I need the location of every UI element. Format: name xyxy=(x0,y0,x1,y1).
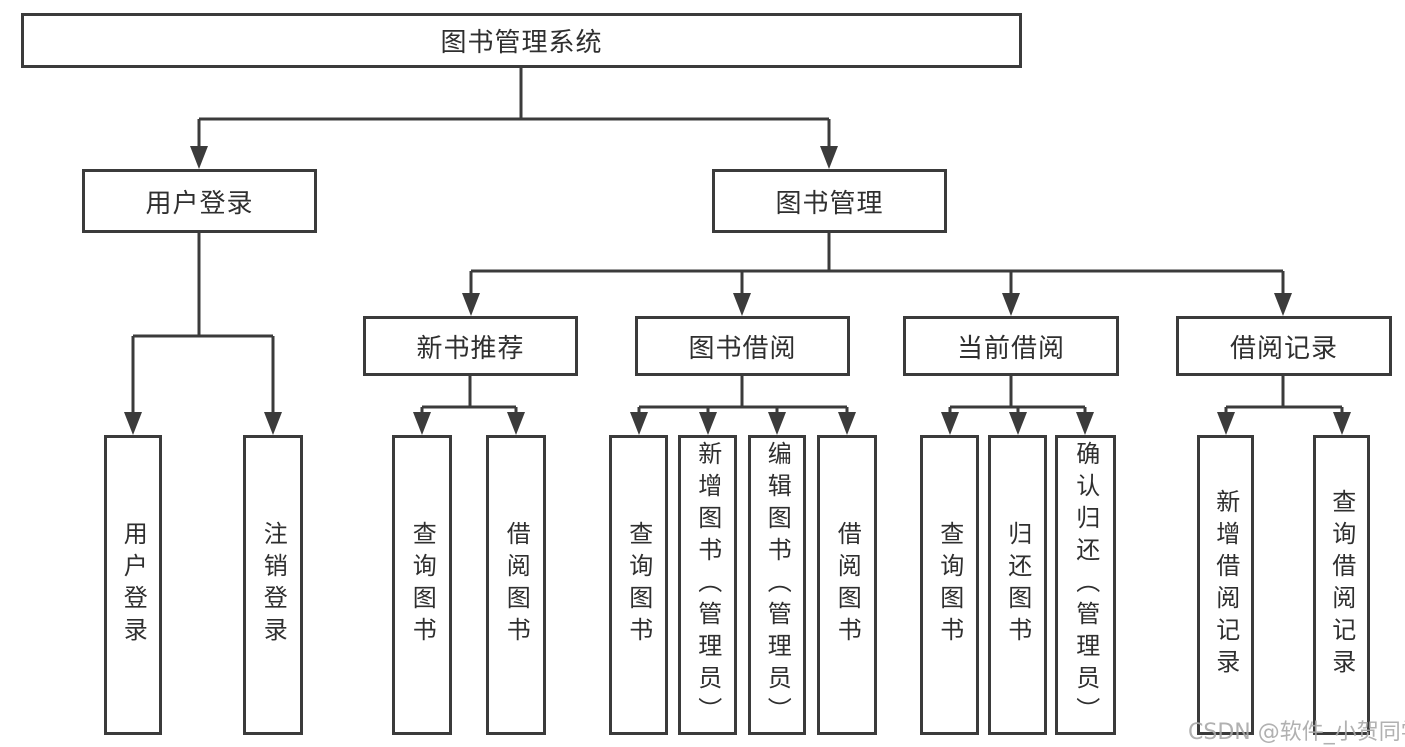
node-current-borrowing-label: 当前借阅 xyxy=(956,333,1065,364)
node-book-management: 图书管理 xyxy=(712,169,947,233)
node-current-borrowing: 当前借阅 xyxy=(903,316,1119,376)
leaf-user-login: 用户登录 xyxy=(104,435,162,735)
leaf-return-books-label: 归还图书 xyxy=(1003,521,1032,649)
node-root-system: 图书管理系统 xyxy=(21,13,1022,68)
leaf-add-books-admin-label: 新增图书（管理员） xyxy=(693,441,722,729)
node-book-borrowing-label: 图书借阅 xyxy=(688,333,797,364)
node-book-borrowing: 图书借阅 xyxy=(635,316,850,376)
node-borrowing-records: 借阅记录 xyxy=(1176,316,1392,376)
node-new-book-recommend: 新书推荐 xyxy=(363,316,578,376)
leaf-edit-books-admin-label: 编辑图书（管理员） xyxy=(763,441,792,729)
leaf-query-books-recommend: 查询图书 xyxy=(392,435,452,735)
leaf-borrow-books-borrowing: 借阅图书 xyxy=(817,435,877,735)
leaf-add-books-admin: 新增图书（管理员） xyxy=(678,435,737,735)
leaf-query-books-borrowing-label: 查询图书 xyxy=(624,521,653,649)
node-user-login: 用户登录 xyxy=(82,169,317,233)
node-book-management-label: 图书管理 xyxy=(775,188,884,219)
node-root-label: 图书管理系统 xyxy=(440,28,603,58)
csdn-watermark: CSDN @软件_小贺同学 xyxy=(1188,720,1405,745)
leaf-query-borrow-record-label: 查询借阅记录 xyxy=(1327,489,1356,681)
leaf-confirm-return-admin-label: 确认归还（管理员） xyxy=(1071,441,1100,729)
leaf-borrow-books-recommend: 借阅图书 xyxy=(486,435,546,735)
node-user-login-label: 用户登录 xyxy=(145,188,254,219)
leaf-confirm-return-admin: 确认归还（管理员） xyxy=(1055,435,1116,735)
leaf-borrow-books-borrowing-label: 借阅图书 xyxy=(833,521,862,649)
leaf-query-books-recommend-label: 查询图书 xyxy=(408,521,437,649)
leaf-logout: 注销登录 xyxy=(243,435,303,735)
leaf-borrow-books-recommend-label: 借阅图书 xyxy=(502,521,531,649)
arrowheads xyxy=(124,146,1351,435)
leaf-query-books-borrowing: 查询图书 xyxy=(609,435,668,735)
node-borrowing-records-label: 借阅记录 xyxy=(1229,333,1338,364)
leaf-logout-label: 注销登录 xyxy=(259,521,288,649)
leaf-add-borrow-record-label: 新增借阅记录 xyxy=(1211,489,1240,681)
leaf-query-borrow-record: 查询借阅记录 xyxy=(1313,435,1370,735)
leaf-edit-books-admin: 编辑图书（管理员） xyxy=(748,435,806,735)
leaf-query-books-current: 查询图书 xyxy=(920,435,979,735)
leaf-query-books-current-label: 查询图书 xyxy=(935,521,964,649)
leaf-user-login-label: 用户登录 xyxy=(119,521,148,649)
leaf-add-borrow-record: 新增借阅记录 xyxy=(1197,435,1254,735)
leaf-return-books: 归还图书 xyxy=(988,435,1047,735)
node-new-book-recommend-label: 新书推荐 xyxy=(416,333,525,364)
